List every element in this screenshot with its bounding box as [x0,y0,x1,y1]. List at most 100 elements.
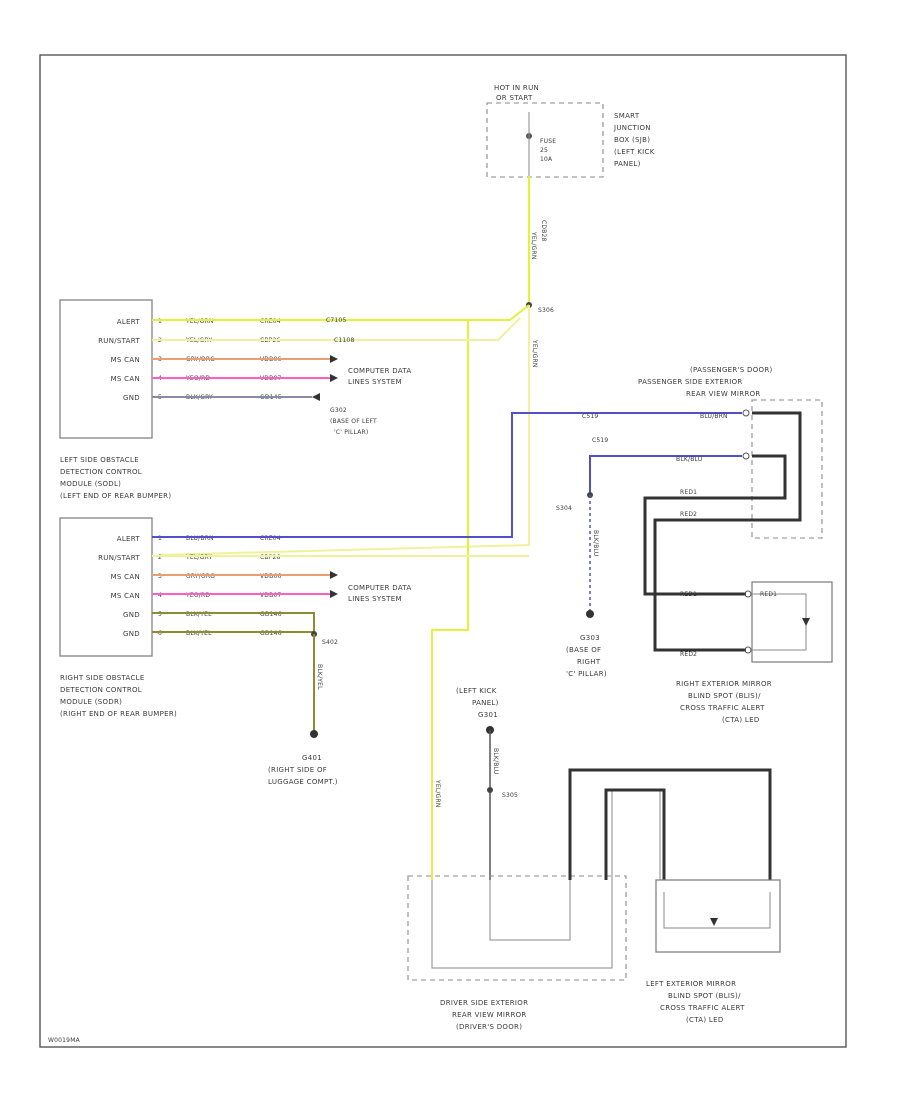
left-bsm-internal [663,892,771,929]
sodr-pin-number: 3 [158,573,162,580]
right-bsm-pin-2 [744,646,752,654]
sodr-name-1: RIGHT SIDE OBSTACLE [60,674,145,682]
left-bsm-led [710,918,718,926]
left-kick-1: (LEFT KICK [456,687,497,695]
cdl-right-2: LINES SYSTEM [348,595,402,603]
passenger-pin-1 [742,409,750,417]
splice-s306-label: S306 [538,307,554,314]
left-kick-3: G301 [478,711,498,719]
sodr-wire-color-label: BLK/YEL [186,611,212,618]
right-bsm-name-1: RIGHT EXTERIOR MIRROR [676,680,772,688]
gnd-wire-label: BLK/BLU [492,748,499,774]
sjb-name-5: PANEL) [614,160,641,168]
driver-mirror-box [407,875,627,981]
fuse-header-2: OR START [496,94,533,102]
driver-wire-label: YEL/GRN [434,779,441,808]
wire-passenger-internal-2 [643,454,787,596]
passenger-pin-2 [742,452,750,460]
ground-luggage-1: G401 [302,754,322,762]
sodl-circuit-label: CRE04 [260,318,281,325]
arrow-sodl-can2 [330,374,338,382]
left-kick-2: PANEL) [472,699,499,707]
cdl-right-1: COMPUTER DATA [348,584,412,592]
sodr-module-box [59,517,153,657]
sodr-name-2: DETECTION CONTROL [60,686,142,694]
fuse-wire-label: YEL/GRN [530,231,537,260]
arrow-sodr-can2 [330,590,338,598]
arrow-sodl-can1 [330,355,338,363]
wire-sodr-alert [152,412,742,538]
sodl-name-2: DETECTION CONTROL [60,468,142,476]
right-bsm-name-4: (CTA) LED [722,716,760,724]
sodl-pin-number: 1 [158,318,162,325]
sodr-name-4: (RIGHT END OF REAR BUMPER) [60,710,177,718]
sjb-name-4: (LEFT KICK [614,148,655,156]
sodl-module-box [59,299,153,439]
driver-mirror-internal-1 [431,789,661,969]
right-bsm-led [802,618,810,626]
sjb-name-3: BOX (SJB) [614,136,650,144]
sodl-pin-label: GND [123,394,140,402]
left-bsm-name-4: (CTA) LED [686,1016,724,1024]
wire-sodl-alert-to-s306 [468,304,530,321]
sodr-circuit-label: GD146 [260,611,282,618]
sjb-name-2: JUNCTION [613,124,651,132]
smart-junction-box [486,102,604,178]
splice-s304-label: S304 [556,505,572,512]
ground-g303 [586,610,594,618]
passenger-mirror-box [751,399,823,539]
sodr-circuit-label: GD146 [260,630,282,637]
driver-mirror-name-1: DRIVER SIDE EXTERIOR [440,999,528,1007]
splice-s305 [487,787,493,793]
passenger-mirror-1: (PASSENGER'S DOOR) [690,366,773,374]
sodl-pin-label: ALERT [117,318,141,326]
right-bsm-label-3: RED2 [680,651,697,658]
fuse-number: 25 [540,147,548,154]
right-bsm-pin-1 [744,590,752,598]
sodr-wire-color-label: YEO/RD [185,592,210,599]
left-bsm-name-1: LEFT EXTERIOR MIRROR [646,980,736,988]
right-bsm-name-3: CROSS TRAFFIC ALERT [680,704,765,712]
sodl-name-3: MODULE (SODL) [60,480,121,488]
fuse-label: FUSE [540,138,556,145]
arrow-sodl-gnd [312,393,320,401]
splice-s402-label: S402 [322,639,338,646]
left-bsm-name-2: BLIND SPOT (BLIS)/ [668,992,741,1000]
ground-g401 [310,730,318,738]
right-bsm-box [751,581,833,663]
wire-passenger-internal-1 [653,411,802,652]
left-bsm-box [655,879,781,953]
left-bsm-name-3: CROSS TRAFFIC ALERT [660,1004,745,1012]
fuse-circuit-label: CDB28 [540,220,547,242]
sodr-pin-label: GND [123,630,140,638]
passenger-wire1: BLU/BRN [700,413,728,420]
sodr-pin-label: ALERT [117,535,141,543]
wire-sodr-gnd-1 [152,612,315,634]
sodr-pin-label: RUN/START [98,554,140,562]
passenger-connector-label-2: C519 [592,437,608,444]
sodr-pin-number: 2 [158,554,162,561]
sodl-pin-label: RUN/START [98,337,140,345]
sodl-pin-label: MS CAN [111,375,140,383]
sodr-pin-label: MS CAN [111,592,140,600]
ground-luggage-3: LUGGAGE COMPT.) [268,778,338,786]
ground-left-1: G302 [330,407,347,414]
ground-right-4: 'C' PILLAR) [566,670,607,678]
sodl-wire-color-label: YEL/GRN [185,318,214,325]
passenger-connector-label: C519 [582,413,598,420]
s402-wire-label: BLK/YEL [316,664,323,690]
fuse-rating: 10A [540,156,553,163]
ground-left-2: (BASE OF LEFT [330,418,377,425]
sodr-wire-color-label: YEL/GRY [185,554,212,561]
sodl-name-1: LEFT SIDE OBSTACLE [60,456,139,464]
s304-wire-label: BLK/BLU [592,530,599,556]
ground-right-2: (BASE OF [566,646,601,654]
ground-luggage-2: (RIGHT SIDE OF [268,766,327,774]
sodr-wire-color-label: BLU/BRN [186,535,214,542]
sjb-name-1: SMART [614,112,640,120]
ground-right-3: RIGHT [577,658,601,666]
main-wire-label: YEL/GRN [531,339,538,368]
wire-driver-to-left-bsm-1 [568,768,772,880]
sodr-pin-number: 4 [158,592,162,599]
